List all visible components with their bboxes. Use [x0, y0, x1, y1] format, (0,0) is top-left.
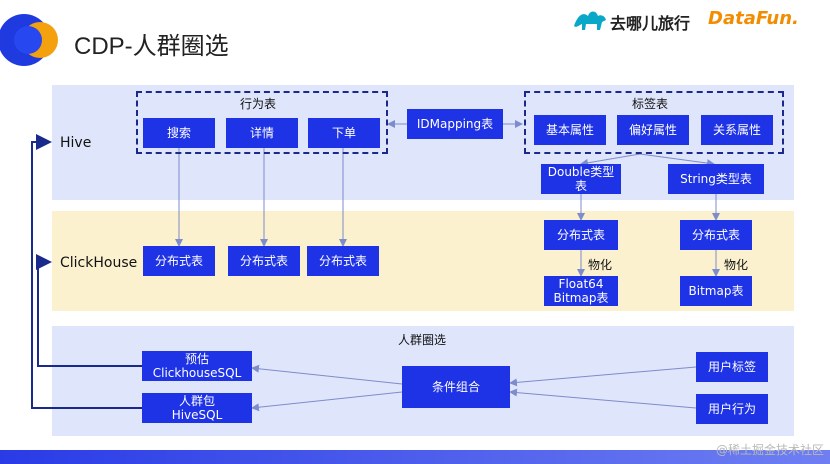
tag-basic: 基本属性 [534, 115, 606, 145]
string-type-table: String类型表 [668, 164, 764, 194]
partner-logo: DataFun. [708, 8, 799, 29]
brand-camel-icon [572, 6, 608, 34]
user-behavior: 用户行为 [696, 394, 768, 424]
tag-relation: 关系属性 [701, 115, 773, 145]
tag-table-group [524, 91, 784, 154]
estimate-sql: 预估 ClickhouseSQL [142, 351, 252, 381]
selection-title: 人群圈选 [398, 333, 447, 347]
tag-preference: 偏好属性 [617, 115, 689, 145]
tag-table-title: 标签表 [632, 97, 669, 111]
hive-label: Hive [60, 135, 92, 151]
dist-table-detail: 分布式表 [228, 246, 300, 276]
footer-bar [0, 450, 830, 464]
materialize-label-left: 物化 [588, 258, 613, 272]
behavior-table-title: 行为表 [240, 97, 277, 111]
user-tag: 用户标签 [696, 352, 768, 382]
double-type-table: Double类型表 [541, 164, 621, 194]
crowd-pack-sql: 人群包 HiveSQL [142, 393, 252, 423]
behavior-table-group [136, 91, 388, 154]
logo-icon [0, 14, 64, 66]
idmapping-table: IDMapping表 [407, 109, 503, 139]
watermark: @稀土掘金技术社区 [715, 443, 824, 457]
behavior-order: 下单 [308, 118, 380, 148]
page-title: CDP-人群圈选 [74, 33, 229, 60]
dist-table-string: 分布式表 [680, 220, 752, 250]
condition-combine: 条件组合 [402, 366, 510, 408]
brand-name: 去哪儿旅行 [610, 14, 691, 33]
dist-table-double: 分布式表 [544, 220, 618, 250]
dist-table-search: 分布式表 [143, 246, 215, 276]
clickhouse-label: ClickHouse [60, 255, 138, 271]
float64-bitmap-table: Float64 Bitmap表 [544, 276, 618, 306]
dist-table-order: 分布式表 [307, 246, 379, 276]
behavior-detail: 详情 [226, 118, 298, 148]
materialize-label-right: 物化 [724, 258, 749, 272]
behavior-search: 搜索 [143, 118, 215, 148]
bitmap-table: Bitmap表 [680, 276, 752, 306]
